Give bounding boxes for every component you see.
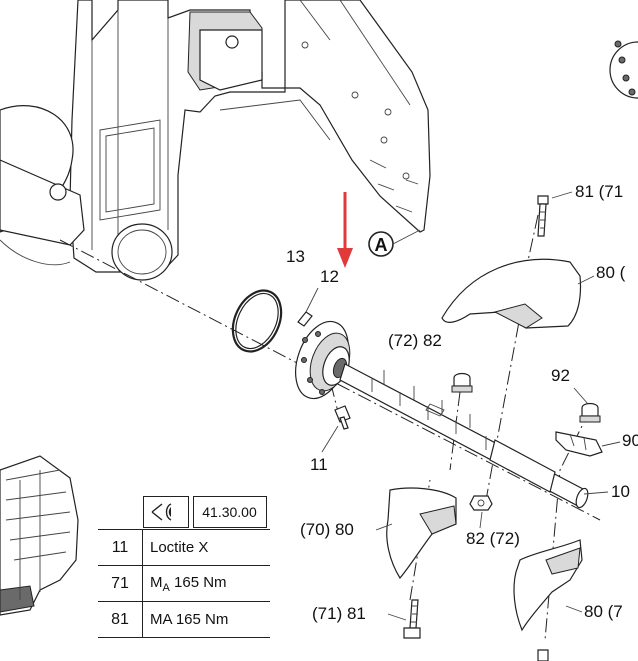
blade-segment-top	[441, 258, 582, 329]
callout-11: 11	[310, 455, 328, 474]
table-row: 71 MA 165 Nm	[98, 565, 270, 602]
row-number: 11	[98, 529, 143, 566]
torque-value: 165 Nm	[169, 573, 227, 591]
center-line-screw	[319, 339, 341, 421]
callout-13: 13	[286, 247, 305, 266]
pin	[297, 311, 313, 327]
callout-80-left: (70) 80	[300, 520, 354, 539]
clamp	[555, 431, 603, 457]
callout-81-bottom: (71) 81	[312, 604, 366, 623]
callout-82-top: (72) 82	[388, 331, 442, 350]
sprocket-fragment	[609, 40, 638, 99]
left-auger-disc	[0, 105, 85, 266]
callout-10: 10	[611, 482, 630, 501]
row-value: MA 165 Nm	[142, 601, 270, 638]
center-line-main	[59, 239, 601, 521]
center-line-nut	[449, 391, 461, 471]
cap-nut-82-top	[451, 372, 473, 393]
callout-12: 12	[320, 267, 339, 286]
direction-arrow	[337, 192, 353, 268]
drive-shaft	[339, 363, 589, 509]
cap-nut-92	[579, 402, 601, 423]
eye-icon	[142, 495, 189, 528]
center-line-blade	[485, 299, 524, 501]
torque-symbol: M	[150, 573, 163, 591]
reference-code: 41.30.00	[192, 495, 267, 528]
detail-mark-a: A	[368, 229, 421, 257]
callout-90: 90	[622, 431, 638, 450]
callout-82-bottom: 82 (72)	[466, 529, 520, 548]
bolt-81-top	[537, 195, 549, 237]
torque-subscript: A	[162, 581, 170, 594]
machine-overview	[0, 455, 79, 616]
row-value: Loctite X	[142, 529, 270, 566]
row-number: 71	[98, 565, 143, 602]
shaft-hub	[295, 320, 351, 400]
bolt-fragment	[537, 649, 549, 661]
callout-80-right: 80 (7	[584, 602, 623, 621]
table-row: 81 MA 165 Nm	[98, 601, 270, 638]
detail-mark-a-label: A	[375, 235, 388, 255]
table-row: 11 Loctite X	[98, 529, 270, 566]
callout-92: 92	[551, 366, 570, 385]
callout-80-top: 80 (	[596, 263, 626, 282]
blade-segment-left	[386, 487, 457, 580]
screw-11	[334, 405, 351, 430]
table-header-row: 41.30.00	[98, 494, 270, 530]
row-number: 81	[98, 601, 143, 638]
bolt-81-bottom	[403, 599, 421, 639]
o-ring	[231, 289, 283, 353]
reference-table: 41.30.00 11 Loctite X 71 MA 165 Nm 81 MA…	[98, 494, 270, 638]
housing-frame	[69, 0, 431, 281]
callout-81-top: 81 (71	[575, 182, 623, 201]
row-value: MA 165 Nm	[142, 565, 270, 602]
nut-82-bottom	[469, 495, 493, 511]
